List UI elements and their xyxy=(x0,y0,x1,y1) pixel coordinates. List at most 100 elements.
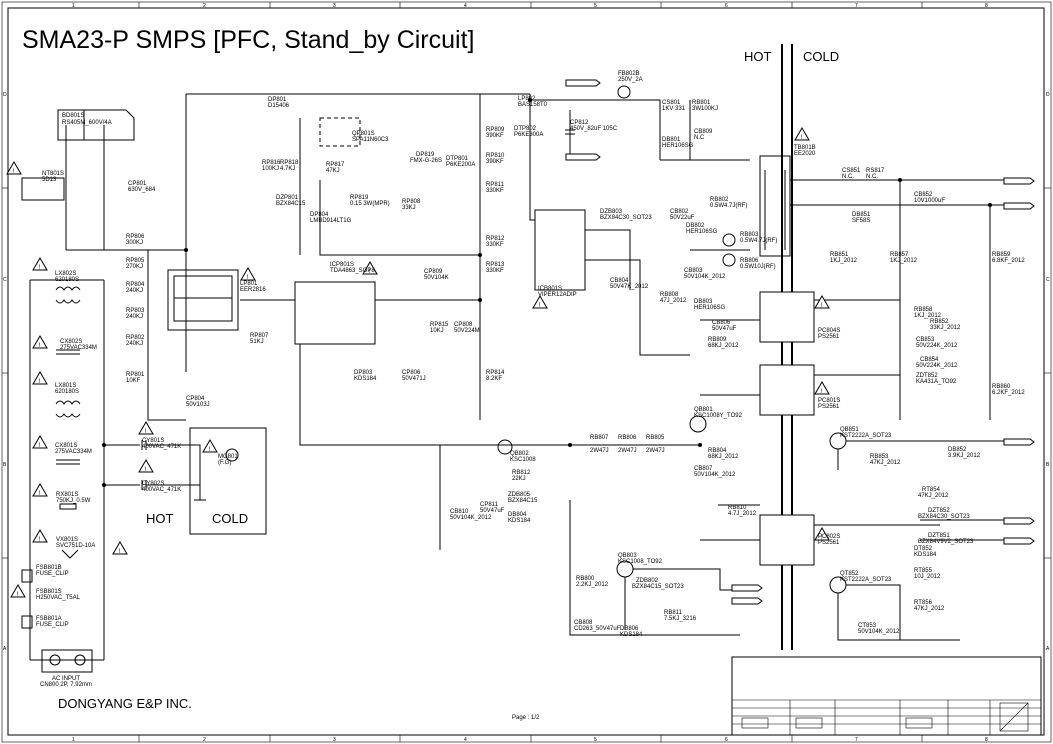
frame-column-labels: 1 2 3 4 5 6 7 8 1 2 3 4 5 6 7 8 xyxy=(72,3,988,743)
warning-icon: ! xyxy=(32,435,48,449)
svg-text:!: ! xyxy=(39,265,41,271)
component-value: FMX-G-26S xyxy=(410,158,442,164)
component-ref: CP801 xyxy=(128,181,147,187)
component-ref: RB801 xyxy=(692,100,711,106)
row-label: B xyxy=(3,462,7,468)
component-ref: DB801 xyxy=(662,137,681,143)
component-value: N.C. xyxy=(866,174,878,180)
component-ref: DZP801 xyxy=(276,195,299,201)
component-ref: CS851 xyxy=(842,168,861,174)
component-ref: ICB801S xyxy=(538,286,562,292)
svg-text:!: ! xyxy=(39,343,41,349)
component-value: 3.9KJ_2012 xyxy=(948,453,981,459)
warning-icon: ! xyxy=(6,161,22,175)
component-value: 0.5W10J(RF) xyxy=(740,264,776,270)
component-ref: RB806 xyxy=(740,258,759,264)
component-ref: RP801 xyxy=(126,372,145,378)
component-value: 0.5W4.7J(RF) xyxy=(740,238,777,244)
component-ref: LX802S xyxy=(55,271,76,277)
col-label: 8 xyxy=(985,737,988,743)
component-ref: DB804 xyxy=(508,512,527,518)
component-ref: RP809 xyxy=(486,127,505,133)
component-value: 270KJ xyxy=(126,264,143,270)
component-value: 400VAC_471K xyxy=(142,444,181,450)
component-ref: RB851 xyxy=(830,252,849,258)
component-ref: RP818 xyxy=(280,160,299,166)
svg-text:!: ! xyxy=(39,537,41,543)
warning-icon: ! xyxy=(32,529,48,543)
component-ref: QT852 xyxy=(840,571,859,577)
component-value: 1KJ_2012 xyxy=(914,313,942,319)
component-ref: RB804 xyxy=(708,448,727,454)
component-value: 47J_2012 xyxy=(660,298,687,304)
component-ref: LX801S xyxy=(55,383,76,389)
component-ref: CB854 xyxy=(920,357,939,363)
component-ref: RP804 xyxy=(126,282,145,288)
component-value: 275VAC334M xyxy=(60,345,97,351)
component-value: 250V_2A xyxy=(618,77,643,83)
component-ref: DP804 xyxy=(310,212,329,218)
component-value: 50V104K_2012 xyxy=(684,274,726,280)
component-ref: RP819 xyxy=(350,195,369,201)
component-ref: ICP801S xyxy=(330,262,354,268)
component-value: HER106SG xyxy=(694,305,726,311)
warning-icon: ! xyxy=(532,295,548,309)
col-label: 5 xyxy=(594,737,597,743)
component-ref: RB853 xyxy=(870,454,889,460)
component-ref: RB857 xyxy=(890,252,909,258)
component-ref: VX801S xyxy=(56,537,78,543)
component-ref: RT854 xyxy=(922,487,941,493)
col-label: 2 xyxy=(203,3,206,9)
component-ref: DB851 xyxy=(852,212,871,218)
component-value: KSC1008_TO92 xyxy=(618,559,663,565)
component-value: KA431A_TO92 xyxy=(916,379,957,385)
svg-text:!: ! xyxy=(39,491,41,497)
schematic-title: SMA23-P SMPS [PFC, Stand_by Circuit] xyxy=(22,26,474,54)
cold-side-label: COLD xyxy=(803,49,839,64)
component-ref: RP812 xyxy=(486,236,505,242)
component-ref: LP802 xyxy=(518,96,536,102)
component-value: 7.5KJ_3216 xyxy=(664,616,697,622)
component-ref: DTP801 xyxy=(446,156,469,162)
component-value: D15406 xyxy=(268,103,290,109)
warning-icon: ! xyxy=(32,483,48,497)
svg-text:!: ! xyxy=(369,269,371,275)
component-value: 47KJ xyxy=(326,168,340,174)
component-ref: QP801S xyxy=(352,131,375,137)
svg-text:!: ! xyxy=(145,429,147,435)
component-ref: CB804 xyxy=(610,278,629,284)
component-ref: RB858 xyxy=(914,307,933,313)
component-value: 47KJ_2012 xyxy=(918,493,949,499)
component-ref: ZDT852 xyxy=(916,373,938,379)
component-value: N.C xyxy=(694,135,705,141)
component-value: P6KE300A xyxy=(514,132,543,138)
component-ref: RB808 xyxy=(660,292,679,298)
component-ref: RP815 xyxy=(430,322,449,328)
component-ref: CY802S xyxy=(142,481,164,487)
company-name: DONGYANG E&P INC. xyxy=(58,696,192,711)
component-value: PS2561 xyxy=(818,540,840,546)
component-ref: TB801B xyxy=(794,145,816,151)
component-value: 2.2KJ_2012 xyxy=(576,582,609,588)
component-value: 50V104K_2012 xyxy=(450,515,492,521)
component-value: PS2561 xyxy=(818,404,840,410)
svg-text:!: ! xyxy=(13,169,15,175)
component-value: 100KJ xyxy=(262,166,279,172)
col-label: 4 xyxy=(464,737,467,743)
component-ref: AC INPUT xyxy=(52,676,80,682)
component-ref: CT853 xyxy=(858,623,877,629)
component-value: BZX84C15 xyxy=(276,201,306,207)
circuit-wiring xyxy=(21,79,1035,673)
component-value: 6.8KF_2012 xyxy=(992,258,1025,264)
component-value: SF58S xyxy=(852,218,870,224)
component-value: 240KJ xyxy=(126,341,143,347)
component-value: 47KJ_2012 xyxy=(914,606,945,612)
component-value: 390KF xyxy=(486,159,504,165)
component-value: 50V47K_2012 xyxy=(610,284,649,290)
component-value: KDS184 xyxy=(620,632,643,638)
component-ref: QB802 xyxy=(510,451,529,457)
svg-text:!: ! xyxy=(119,549,121,555)
component-value: HER106SG xyxy=(662,143,694,149)
component-ref: CP811 xyxy=(480,502,499,508)
